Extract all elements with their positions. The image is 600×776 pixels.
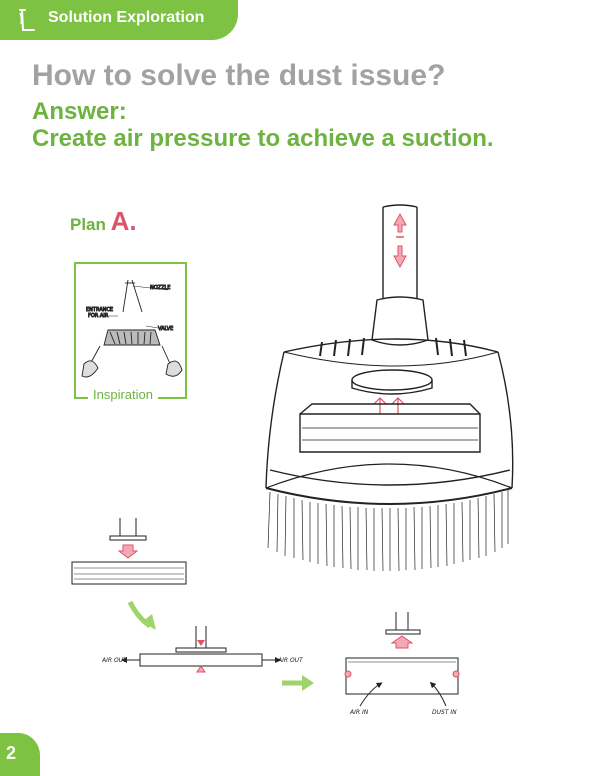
- sweeper-sketch: [266, 205, 513, 571]
- page-number: 2: [6, 743, 16, 764]
- step-diagram-1: [72, 518, 186, 584]
- air-out-label-right: AIR OUT: [277, 657, 304, 664]
- flow-arrow-down-head: [142, 614, 156, 630]
- step-diagram-2: [124, 626, 278, 672]
- air-in-label: AIR IN: [349, 709, 369, 716]
- page-number-tab: 2: [0, 733, 40, 776]
- dust-in-label: DUST IN: [432, 709, 457, 716]
- valve-label: VALVE: [158, 326, 173, 332]
- air-out-label-left: AIR OUT: [101, 657, 128, 664]
- entrance-label-2: FOR AIR: [88, 313, 109, 319]
- flow-arrow-right-head: [302, 675, 314, 691]
- step-diagram-3: [345, 612, 459, 706]
- bellows-sketch: NOZZLE ENTRANCE FOR AIR VALVE: [82, 280, 182, 377]
- nozzle-label: NOZZLE: [150, 285, 170, 291]
